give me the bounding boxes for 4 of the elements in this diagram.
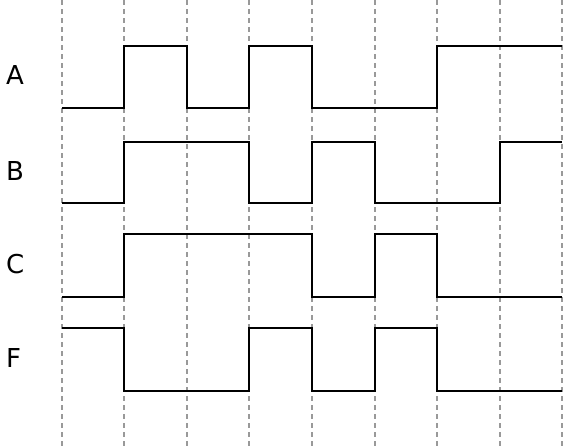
signal-label: B: [6, 158, 24, 184]
signal-label: A: [6, 63, 24, 89]
signal-label: C: [6, 252, 24, 278]
signal-label: F: [6, 346, 21, 372]
